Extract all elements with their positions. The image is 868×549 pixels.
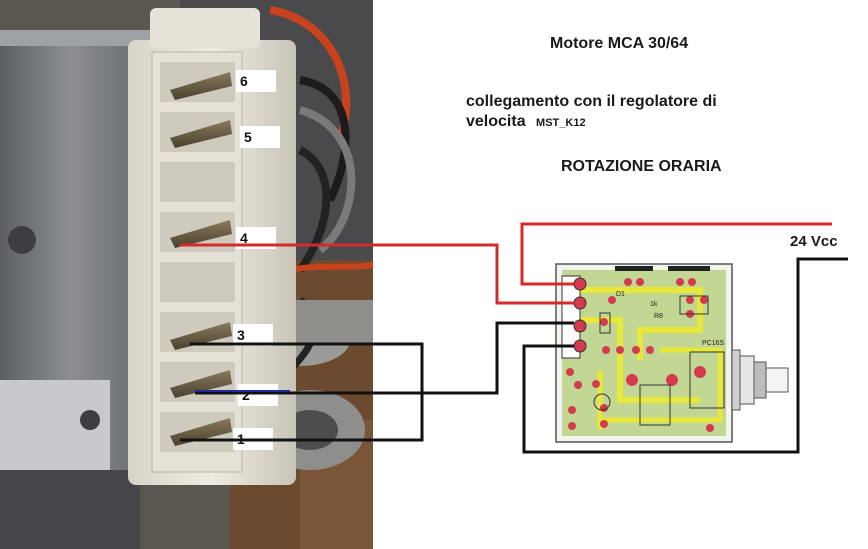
red-wire-supply xyxy=(520,222,832,286)
supply-label: 24 Vcc xyxy=(790,233,838,250)
regulator-board: D1 1k R8 PC16S xyxy=(555,263,733,443)
black-wire-pin2 xyxy=(195,321,574,395)
connector-photo-drawing xyxy=(0,0,373,549)
pin-number: 4 xyxy=(240,230,248,246)
pin-number: 2 xyxy=(242,387,250,403)
red-wire-pin4 xyxy=(180,243,574,305)
board-label-1k: 1k xyxy=(650,301,658,308)
pin-label-6: 6 xyxy=(236,70,276,92)
pin-number: 3 xyxy=(237,327,245,343)
potentiometer xyxy=(731,349,789,411)
description-line-2: velocita MST_K12 xyxy=(466,113,586,131)
pin-label-5: 5 xyxy=(240,126,280,148)
board-label-d1: D1 xyxy=(616,291,625,298)
board-label-r8: R8 xyxy=(654,313,663,320)
terminal-slots xyxy=(160,62,235,452)
board-label-pc: PC16S xyxy=(702,340,725,347)
pin-number: 5 xyxy=(244,129,252,145)
description-velocita: velocita xyxy=(466,113,526,130)
pin-label-3: 3 xyxy=(233,324,273,346)
description-line-1: collegamento con il regolatore di xyxy=(466,93,717,110)
rotation-label: ROTAZIONE ORARIA xyxy=(561,158,722,175)
black-wire-supply xyxy=(522,257,848,454)
pin-number: 6 xyxy=(240,73,248,89)
page-title: Motore MCA 30/64 xyxy=(550,35,689,52)
black-wire-pin3-pin1 xyxy=(180,342,424,442)
motor-connector-photo xyxy=(0,0,373,549)
pin-label-2: 2 xyxy=(238,384,278,406)
board-model: MST_K12 xyxy=(536,117,586,129)
